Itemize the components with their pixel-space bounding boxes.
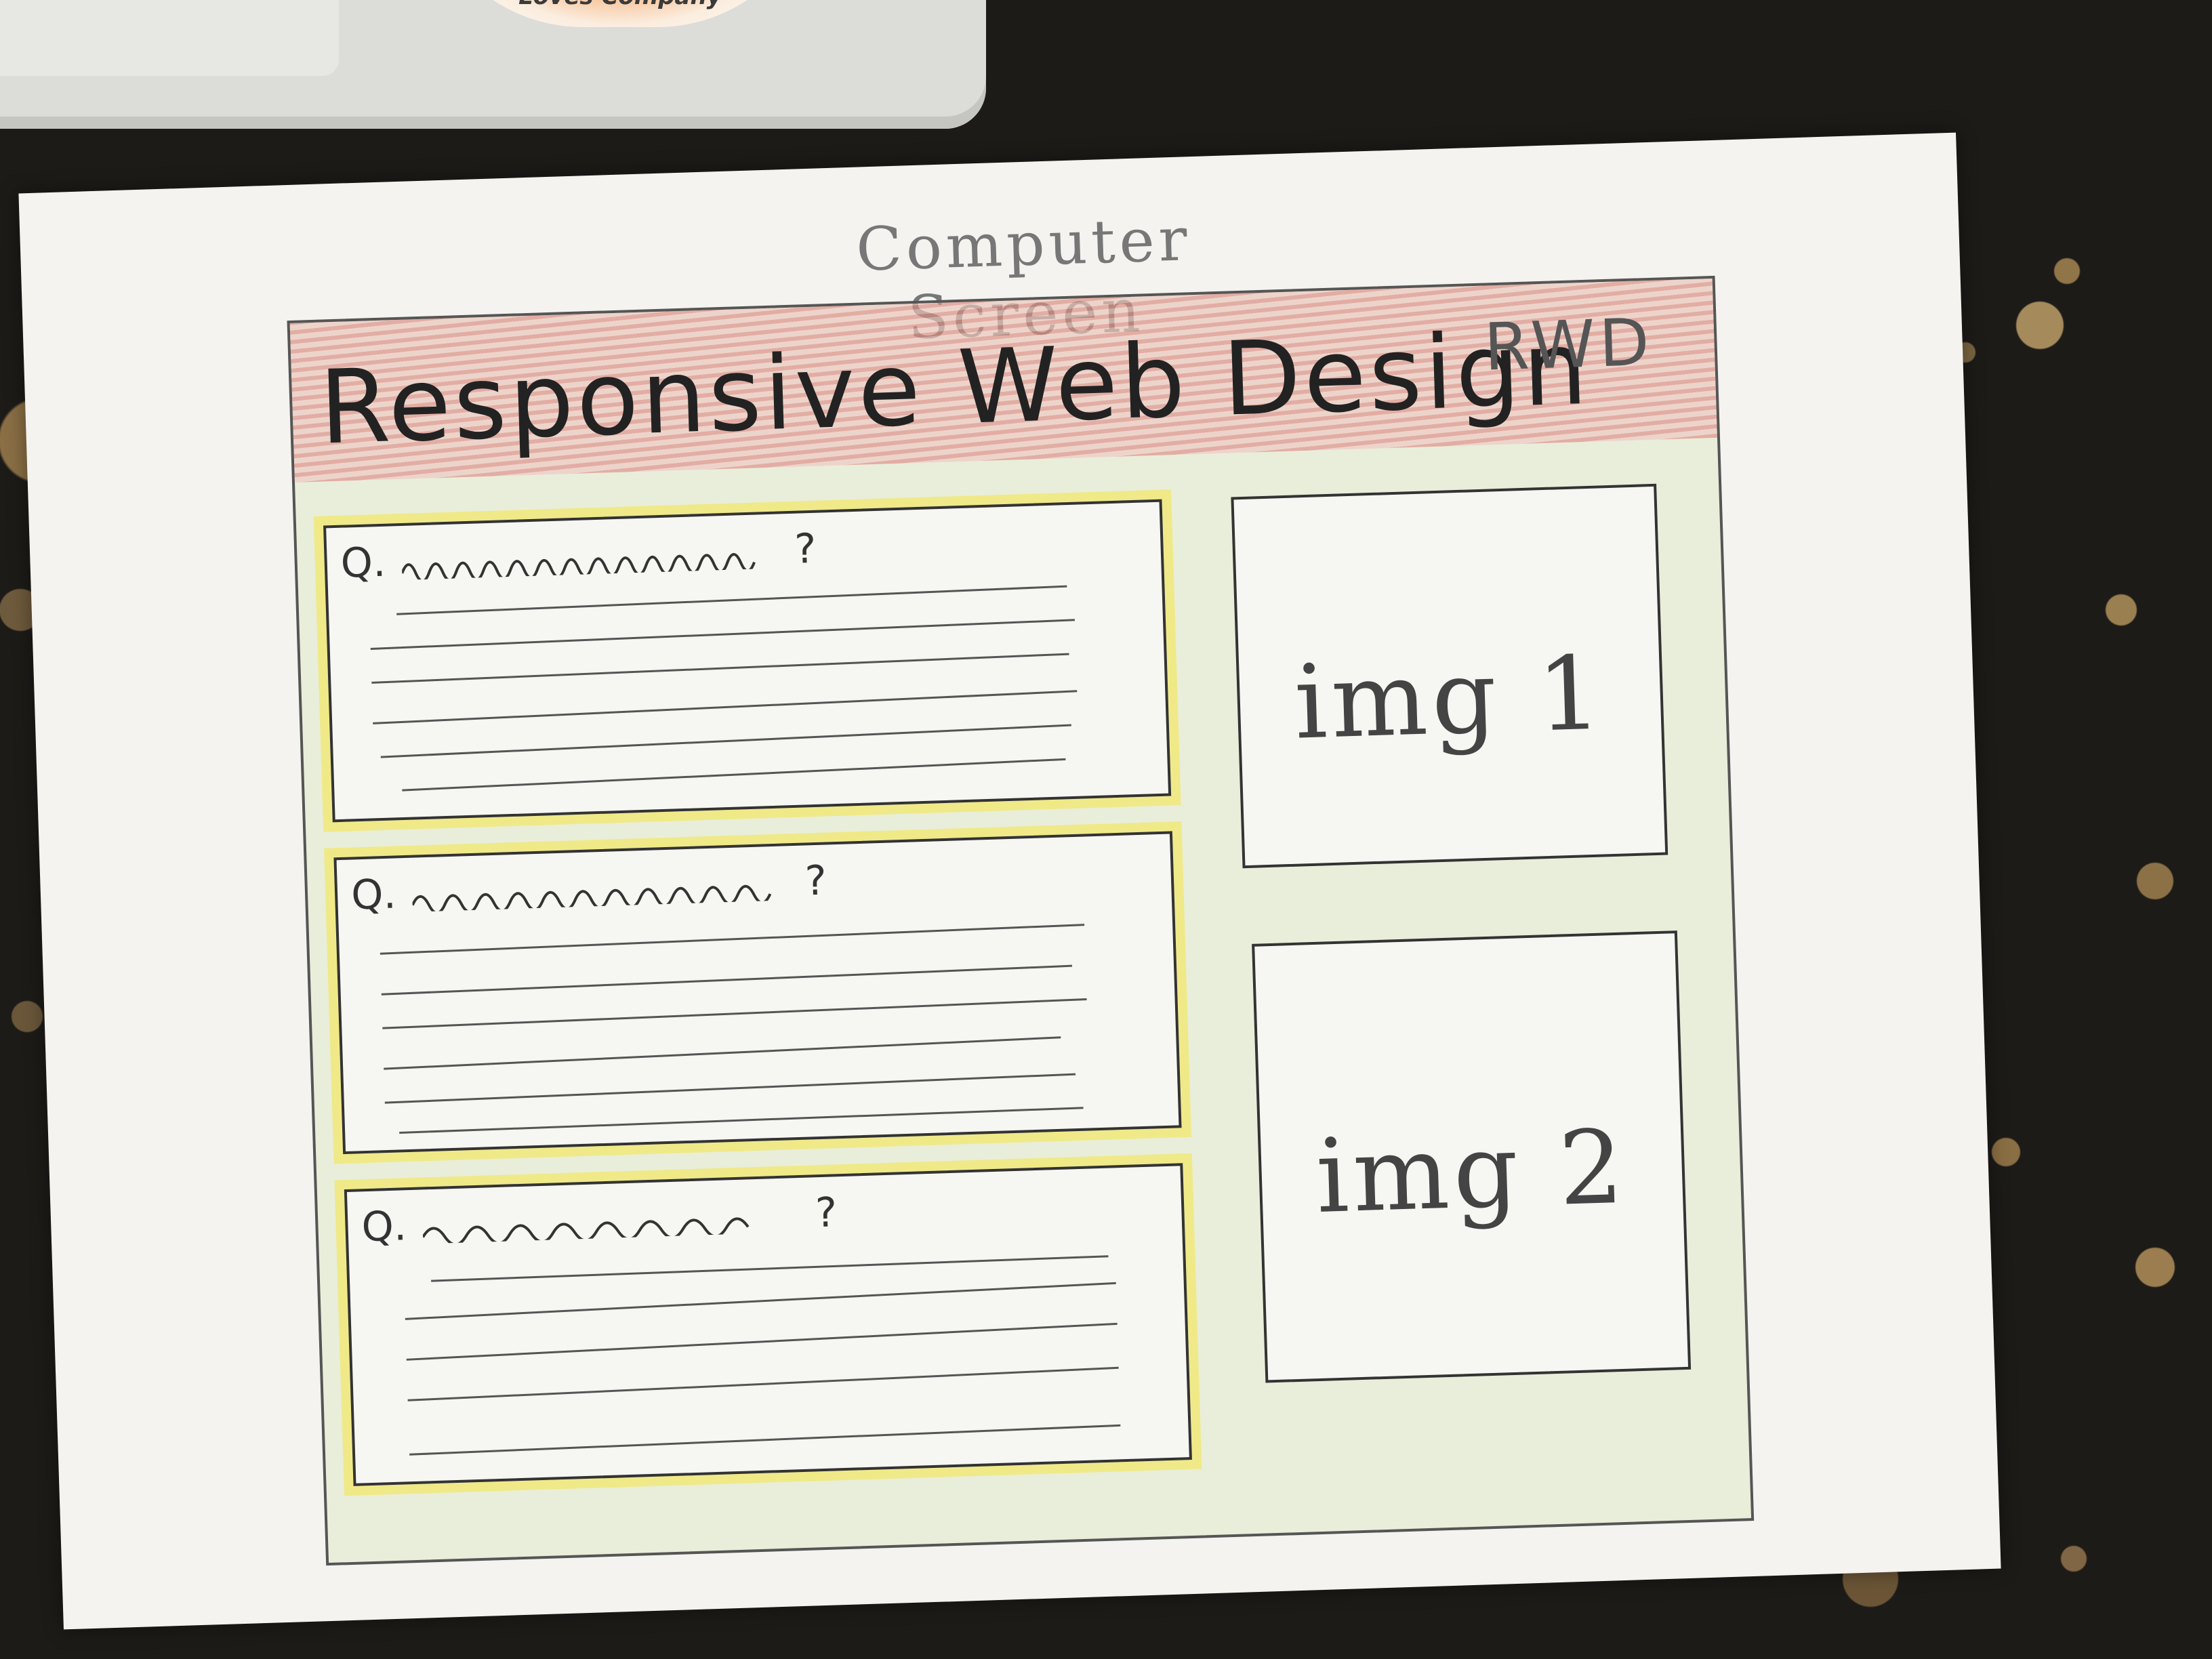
question-label: Q. — [340, 538, 387, 588]
answer-lines — [380, 924, 1087, 1134]
question-box: Q. ? — [344, 1163, 1192, 1486]
image-placeholder: img 2 — [1252, 930, 1692, 1383]
header-title: Responsive Web Design — [317, 309, 1592, 468]
question-label: Q. — [361, 1202, 407, 1252]
header-abbreviation: RWD — [1483, 304, 1655, 386]
laptop-sticker: Loves Company — [420, 0, 820, 27]
question-box: Q. ? — [333, 831, 1182, 1155]
question-squiggle — [411, 884, 772, 912]
image-label: img 2 — [1314, 1108, 1630, 1236]
question-mark: ? — [804, 857, 827, 905]
paper-sketch: Computer Screen Responsive Web Design RW… — [18, 132, 2001, 1630]
answer-lines — [370, 585, 1078, 792]
question-box: Q. ? — [323, 499, 1172, 823]
wireframe-screen: Responsive Web Design RWD Q. ? Q. — [287, 275, 1755, 1566]
question-mark: ? — [815, 1189, 838, 1237]
sticker-text: Loves Company — [420, 0, 820, 10]
wireframe-header: Responsive Web Design RWD — [289, 279, 1717, 483]
laptop-trackpad — [0, 0, 339, 76]
image-label: img 1 — [1292, 634, 1608, 762]
image-placeholder: img 1 — [1231, 483, 1668, 869]
question-label: Q. — [350, 870, 397, 920]
laptop: Loves Company — [0, 0, 986, 129]
answer-lines — [405, 1255, 1121, 1456]
question-squiggle — [401, 553, 756, 580]
question-mark: ? — [794, 525, 817, 573]
question-squiggle — [422, 1217, 750, 1244]
